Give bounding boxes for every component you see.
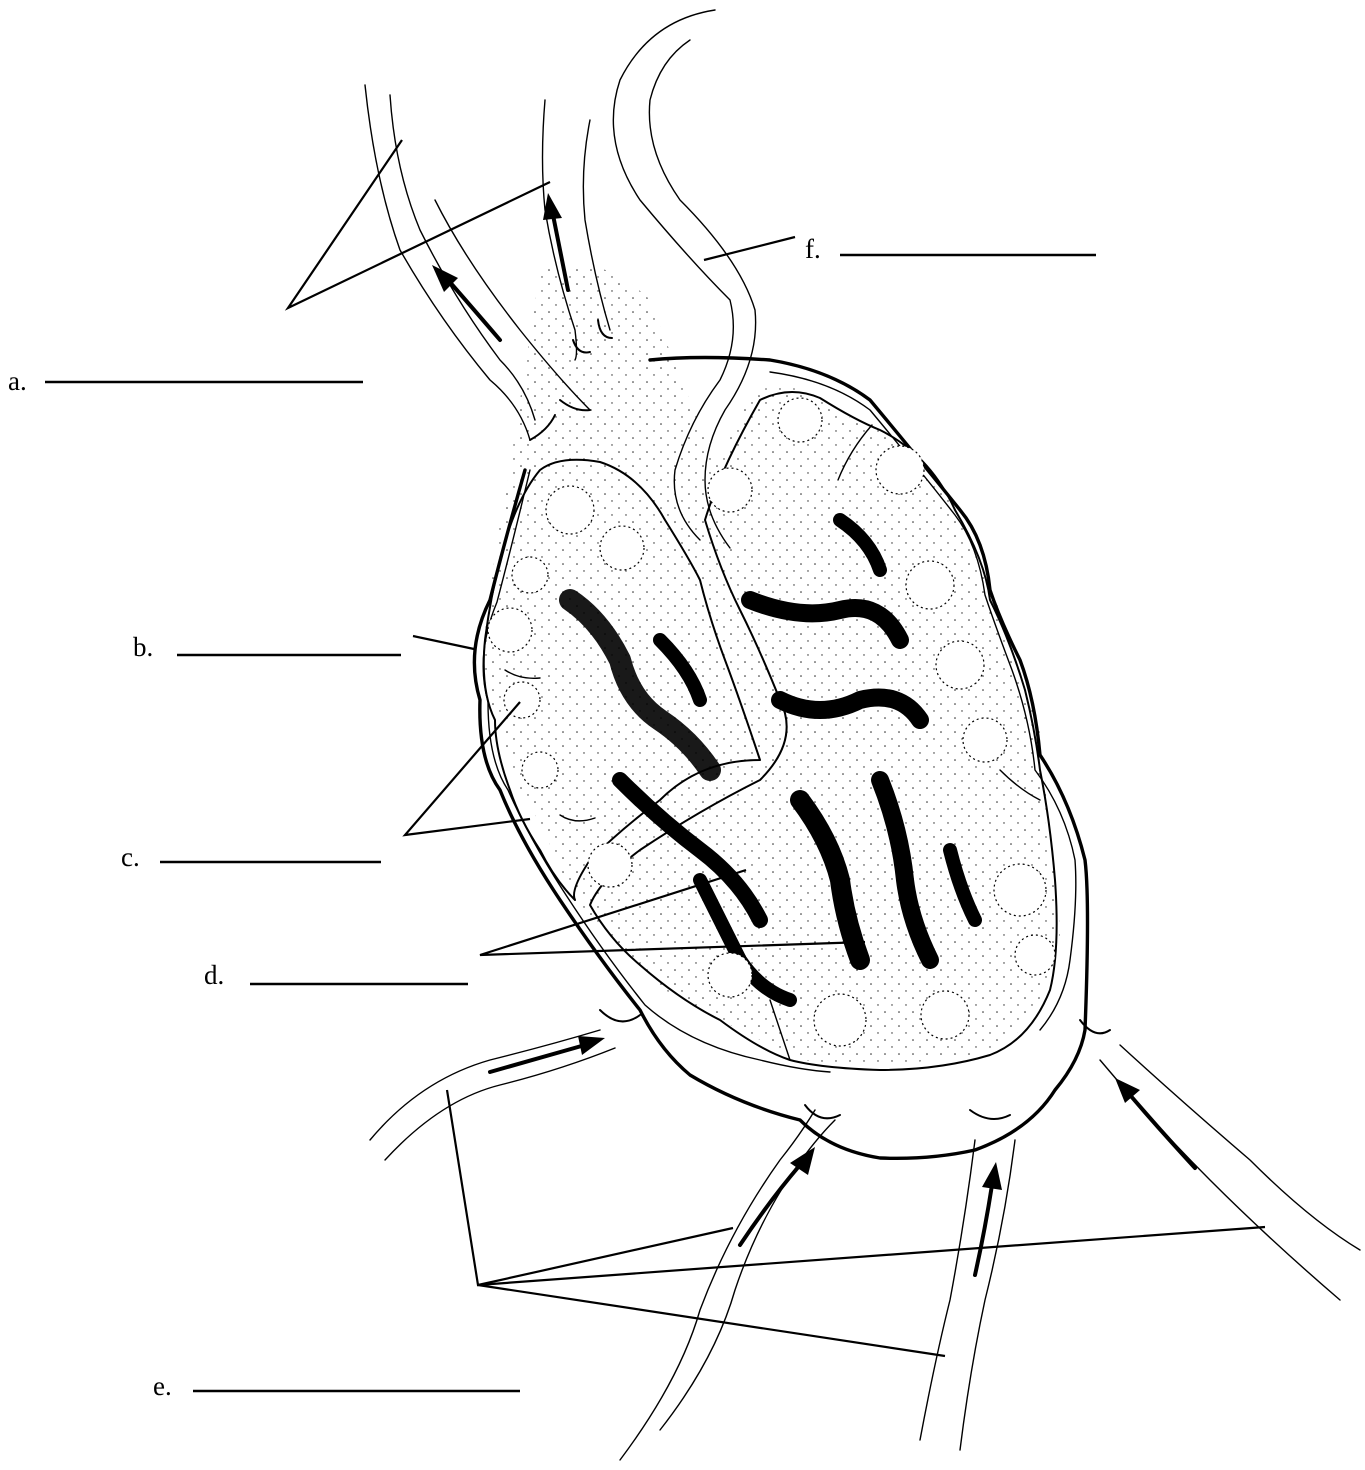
label-d-text: d.: [204, 960, 224, 990]
label-a: a.: [8, 366, 363, 396]
label-e: e.: [153, 1371, 520, 1401]
afferent-lymphatic-vessels: [370, 1010, 1360, 1460]
flow-arrow-icon: [432, 265, 500, 340]
label-a-text: a.: [8, 366, 27, 396]
flow-arrow-icon: [490, 1036, 605, 1072]
label-f-text: f.: [805, 234, 821, 264]
flow-arrow-icon: [975, 1162, 1002, 1275]
label-e-text: e.: [153, 1371, 172, 1401]
label-d: d.: [204, 960, 468, 990]
label-f: f.: [805, 234, 1096, 264]
lymph-node: [470, 250, 1090, 1158]
label-b: b.: [133, 632, 401, 662]
label-c: c.: [121, 842, 381, 872]
medulla-stipple: [470, 250, 1090, 1080]
label-c-text: c.: [121, 842, 140, 872]
label-b-text: b.: [133, 632, 153, 662]
flow-arrow-icon: [1115, 1078, 1195, 1168]
